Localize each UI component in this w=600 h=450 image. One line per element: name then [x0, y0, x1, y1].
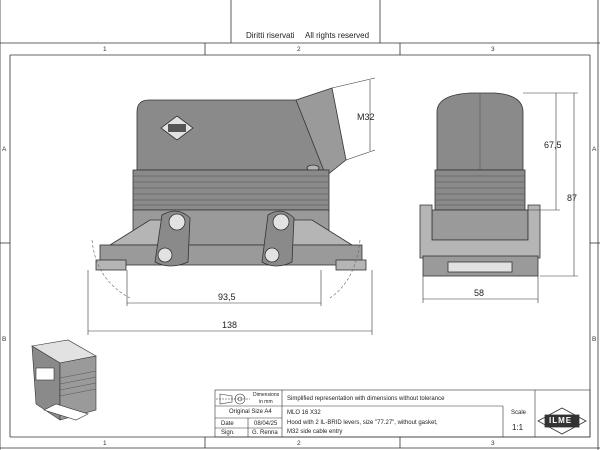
ilme-logo-title: [537, 407, 587, 435]
ilme-logo-front: [160, 115, 194, 141]
side-view: [419, 92, 541, 277]
isometric-thumbnail: [31, 339, 97, 421]
zone-col-3-top: 3: [491, 46, 495, 53]
lever-left: [154, 210, 191, 267]
zone-row-a-right: A: [592, 146, 597, 153]
zone-row-b-right: B: [592, 336, 597, 343]
front-dimensions: [87, 77, 376, 335]
sign-value: G. Renna: [252, 430, 278, 436]
zone-row-b-left: B: [2, 336, 7, 343]
dim-depth: 58: [474, 288, 484, 298]
dim-width-total: 138: [222, 320, 237, 330]
zone-col-1-bottom: 1: [103, 440, 107, 447]
rights-reserved-it: Diritti riservati: [246, 31, 295, 40]
ilme-logo-text: ILME: [549, 416, 573, 425]
title-block-frame: [214, 389, 591, 438]
scale-value: 1:1: [512, 423, 524, 432]
front-view: [91, 87, 367, 299]
projection-symbol-icon: [216, 393, 250, 405]
scale-label: Scale: [511, 410, 527, 416]
dim-cable-entry: M32: [357, 112, 375, 122]
rights-reserved-en: All rights reserved: [305, 31, 370, 40]
dimensions-label: Dimensions: [253, 392, 280, 398]
description-line-1: Hood with 2 IL-BRID levers, size "77.27"…: [287, 420, 438, 426]
dim-side-height-upper: 67,5: [544, 140, 562, 150]
dimensions-unit: in mm: [259, 399, 273, 405]
dim-width-inner: 93,5: [218, 292, 236, 302]
product-code: MLO 16 X32: [287, 410, 321, 416]
date-label: Date: [221, 421, 234, 427]
note-text: Simplified representation with dimension…: [287, 396, 445, 402]
dim-side-height-total: 87: [567, 193, 577, 203]
lever-right: [261, 210, 295, 267]
zone-row-a-left: A: [2, 146, 7, 153]
description-line-2: M32 side cable entry: [287, 429, 343, 435]
zone-col-2-bottom: 2: [297, 440, 301, 447]
zone-col-1-top: 1: [103, 46, 107, 53]
sign-label: Sign.: [221, 430, 235, 436]
original-size-label: Original Size A4: [229, 409, 272, 415]
side-dimensions: [422, 92, 578, 303]
date-value: 08/04/25: [254, 421, 278, 427]
zone-col-3-bottom: 3: [491, 440, 495, 447]
zone-col-2-top: 2: [297, 46, 301, 53]
